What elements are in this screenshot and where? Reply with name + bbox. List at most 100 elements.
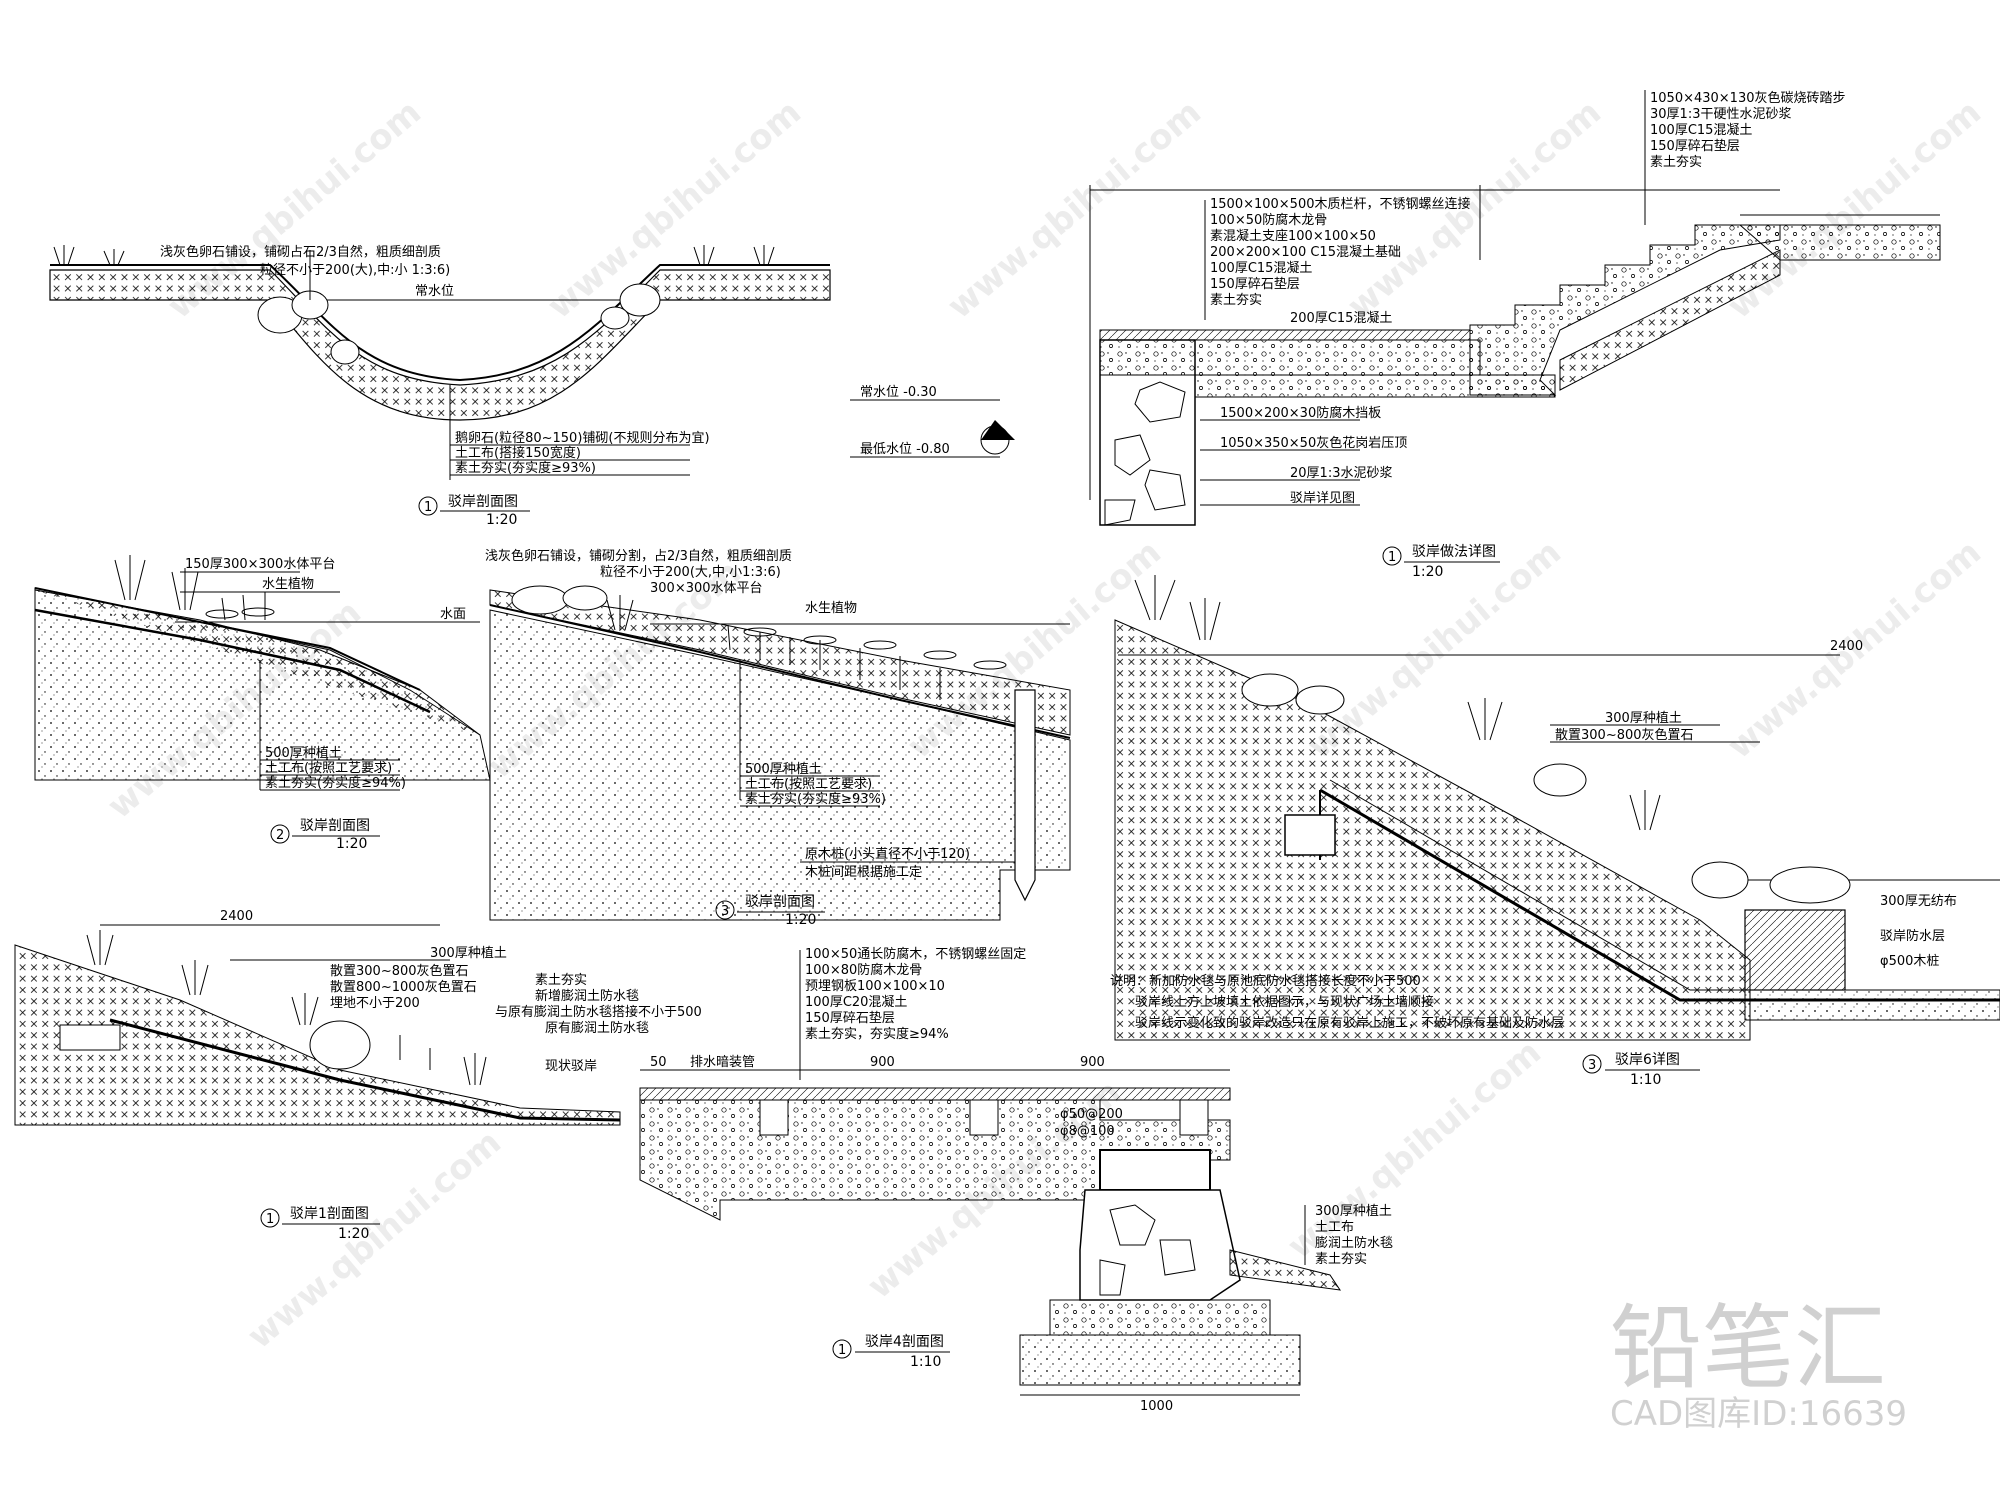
s5-note: 驳岸防水层 bbox=[1880, 928, 1945, 944]
s7-label: φ8@100 bbox=[1060, 1124, 1115, 1139]
watermark-text: www.qbihui.com bbox=[940, 92, 1209, 327]
s6-note-right: 现状驳岸 bbox=[545, 1059, 597, 1074]
s1-note-line: 土工布(搭接150宽度) bbox=[455, 445, 581, 461]
s6-dim: 2400 bbox=[220, 909, 253, 924]
s7-scale: 1:10 bbox=[910, 1354, 941, 1370]
s4-note2: 驳岸详见图 bbox=[1290, 491, 1355, 506]
s7-number-circle bbox=[832, 1339, 852, 1359]
s1-note: 浅灰色卵石铺设，铺砌占石2/3自然，粗质细剖质 bbox=[160, 244, 441, 260]
s7-dim: 900 bbox=[870, 1055, 895, 1070]
s6-number: 1 bbox=[266, 1212, 274, 1227]
s2-note-line: 素土夯实(夯实度≥94%) bbox=[265, 775, 406, 791]
s6-scale: 1:20 bbox=[338, 1226, 369, 1242]
s1-number: 1 bbox=[424, 500, 432, 515]
s5-note: 散置300~800灰色置石 bbox=[1555, 727, 1694, 743]
s3-title: 驳岸剖面图 bbox=[745, 894, 815, 910]
s1-title: 驳岸剖面图 bbox=[448, 494, 518, 510]
s4-level: 最低水位 -0.80 bbox=[860, 442, 950, 457]
s7-label: 300厚种植土 bbox=[1315, 1204, 1392, 1219]
s7-note: 预埋钢板100×100×10 bbox=[805, 979, 945, 994]
section-7-riverbank: 50 900 900 1000 100×50通长防腐木，不锈钢螺丝固定 100×… bbox=[639, 946, 1393, 1414]
s3-number: 3 bbox=[721, 904, 729, 919]
s4-number: 1 bbox=[1388, 550, 1396, 565]
s5-note: φ500木桩 bbox=[1880, 954, 1939, 969]
s6-note-right: 新增膨润土防水毯 bbox=[535, 988, 639, 1004]
s2-number: 2 bbox=[276, 828, 284, 843]
s4-scale: 1:20 bbox=[1412, 564, 1443, 580]
s6-number-circle bbox=[260, 1208, 280, 1228]
s7-note: 100×80防腐木龙骨 bbox=[805, 962, 922, 978]
s4-top-note: 150厚碎石垫层 bbox=[1650, 138, 1740, 154]
s5-number: 3 bbox=[1588, 1058, 1596, 1073]
s5-note: 300厚无纺布 bbox=[1880, 894, 1957, 909]
s2-note-line: 500厚种植土 bbox=[265, 746, 342, 761]
section-4-detail: 1050×430×130灰色碳烧砖踏步 30厚1:3干硬性水泥砂浆 100厚C1… bbox=[850, 90, 1941, 580]
section-3-riverbank: 浅灰色卵石铺设，铺砌分割，占2/3自然，粗质细剖质 粒径不小于200(大,中,小… bbox=[485, 548, 1071, 928]
brand-id: CAD图库ID:16639 bbox=[1610, 1394, 1907, 1434]
s5-number-circle bbox=[1582, 1054, 1602, 1074]
s7-dim: 1000 bbox=[1140, 1399, 1173, 1414]
s6-note: 300厚种植土 bbox=[430, 946, 507, 961]
s3-pile-note: 原木桩(小头直径不小于120) bbox=[805, 847, 970, 862]
s4-note: 150厚碎石垫层 bbox=[1210, 276, 1300, 292]
s2-note: 水生植物 bbox=[262, 577, 314, 592]
s7-label: 膨润土防水毯 bbox=[1315, 1235, 1393, 1251]
s6-note-right: 与原有膨润土防水毯搭接不小于500 bbox=[495, 1004, 702, 1020]
s3-pile-note: 木桩间距根据施工定 bbox=[805, 865, 922, 880]
section-6-riverbank: 2400 300厚种植土 散置300~800灰色置石 散置800~1000灰色置… bbox=[14, 909, 702, 1242]
s7-note: 100厚C20混凝土 bbox=[805, 994, 907, 1010]
s6-note: 散置800~1000灰色置石 bbox=[330, 979, 477, 995]
s2-note-line: 土工布(按照工艺要求) bbox=[265, 761, 392, 776]
s4-note: 200厚C15混凝土 bbox=[1290, 310, 1392, 326]
s7-note: 素土夯实，夯实度≥94% bbox=[805, 1026, 949, 1042]
s3-scale: 1:20 bbox=[785, 912, 816, 928]
s2-title: 驳岸剖面图 bbox=[300, 818, 370, 834]
section-5-detail: 2400 300厚种植土 散置300~800灰色置石 300厚无纺布 驳岸防水层… bbox=[1110, 575, 2000, 1088]
s7-label: 排水暗装管 bbox=[690, 1055, 755, 1070]
s4-note: 200×200×100 C15混凝土基础 bbox=[1210, 244, 1401, 260]
s3-note-line: 500厚种植土 bbox=[745, 762, 822, 777]
s7-note: 100×50通长防腐木，不锈钢螺丝固定 bbox=[805, 946, 1026, 962]
s7-title: 驳岸4剖面图 bbox=[865, 1334, 944, 1350]
s7-number: 1 bbox=[838, 1343, 846, 1358]
s6-note-right: 原有膨润土防水毯 bbox=[545, 1020, 649, 1036]
s4-top-note: 30厚1:3干硬性水泥砂浆 bbox=[1650, 107, 1791, 122]
s1-note-line: 素土夯实(夯实度≥93%) bbox=[455, 460, 596, 476]
s7-note: 150厚碎石垫层 bbox=[805, 1010, 895, 1026]
section-2-riverbank: 150厚300×300水体平台 水生植物 水面 500厚种植土 土工布(按照工艺… bbox=[34, 555, 491, 852]
s5-description: 说明：新加防水毯与原池底防水毯搭接长度不小于500 bbox=[1110, 973, 1421, 989]
s4-note2: 1500×200×30防腐木挡板 bbox=[1220, 405, 1381, 421]
s4-top-note: 素土夯实 bbox=[1650, 155, 1702, 170]
s7-dim: 50 bbox=[650, 1055, 667, 1070]
watermark-text: www.qbihui.com bbox=[1720, 92, 1989, 327]
s4-number-circle bbox=[1382, 546, 1402, 566]
s4-note: 1500×100×500木质栏杆，不锈钢螺丝连接 bbox=[1210, 196, 1471, 212]
s7-dim: 900 bbox=[1080, 1055, 1105, 1070]
s4-note: 100厚C15混凝土 bbox=[1210, 260, 1312, 276]
s4-note2: 1050×350×50灰色花岗岩压顶 bbox=[1220, 435, 1407, 451]
s4-top-note: 100厚C15混凝土 bbox=[1650, 122, 1752, 138]
s5-title: 驳岸6详图 bbox=[1615, 1052, 1680, 1068]
s2-note: 150厚300×300水体平台 bbox=[185, 557, 335, 572]
s4-note: 素土夯实 bbox=[1210, 293, 1262, 308]
s4-note2: 20厚1:3水泥砂浆 bbox=[1290, 466, 1392, 481]
s6-note: 埋地不小于200 bbox=[330, 996, 420, 1011]
s3-note-line: 素土夯实(夯实度≥93%) bbox=[745, 791, 886, 807]
s6-title: 驳岸1剖面图 bbox=[290, 1206, 369, 1222]
s5-scale: 1:10 bbox=[1630, 1072, 1661, 1088]
s4-note: 100×50防腐木龙骨 bbox=[1210, 212, 1327, 228]
s1-water-label: 常水位 bbox=[415, 284, 454, 299]
s2-scale: 1:20 bbox=[336, 836, 367, 852]
brand-logo: 铅笔汇 bbox=[1610, 1295, 1886, 1402]
s6-note: 散置300~800灰色置石 bbox=[330, 963, 469, 979]
s4-note: 素混凝土支座100×100×50 bbox=[1210, 228, 1376, 244]
s6-note-right: 素土夯实 bbox=[535, 973, 587, 988]
s5-note: 300厚种植土 bbox=[1605, 711, 1682, 726]
section-1-riverbank: 浅灰色卵石铺设，铺砌占石2/3自然，粗质细剖质 粒径不小于200(大),中:小 … bbox=[49, 244, 831, 528]
section-arrow-icon bbox=[981, 420, 1015, 440]
watermark-text: www.qbihui.com bbox=[240, 1122, 509, 1357]
s5-description: 驳岸线上方上坡填土依据图示，与现状广场土墙顺接 bbox=[1135, 994, 1434, 1010]
s1-note-line: 鹅卵石(粒径80~150)铺砌(不规则分布为宜) bbox=[455, 430, 710, 446]
s1-scale: 1:20 bbox=[486, 512, 517, 528]
